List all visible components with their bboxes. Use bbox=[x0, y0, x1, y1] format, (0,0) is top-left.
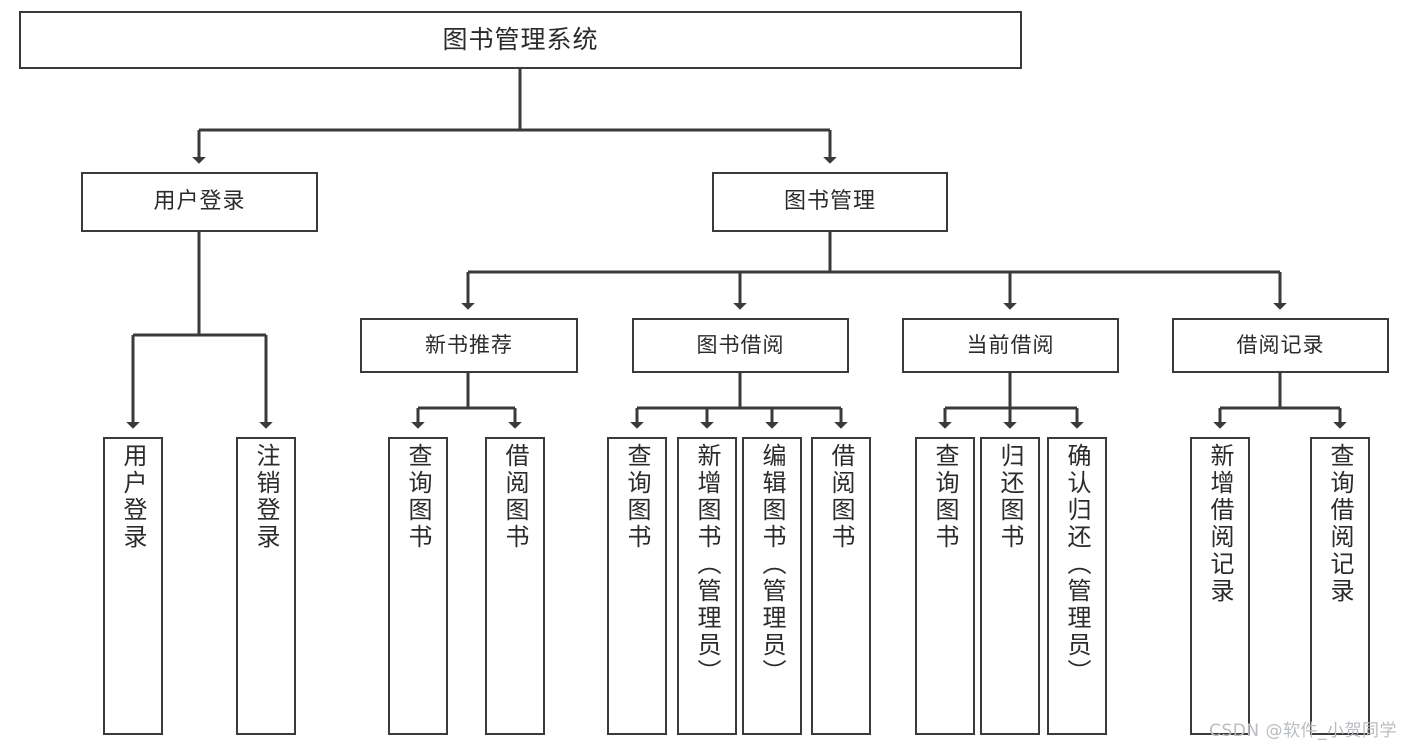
node-label: 查询借阅记录 bbox=[1326, 443, 1354, 605]
node-label: 用户登录 bbox=[153, 189, 246, 215]
leaf-current-borrow-confirm-return[interactable]: 确认归还（管理员） bbox=[1047, 437, 1107, 735]
leaf-new-book-query[interactable]: 查询图书 bbox=[388, 437, 448, 735]
node-user-login[interactable]: 用户登录 bbox=[81, 172, 318, 232]
node-label: 新增借阅记录 bbox=[1206, 443, 1234, 605]
leaf-book-borrow-edit[interactable]: 编辑图书（管理员） bbox=[742, 437, 802, 735]
node-label: 借阅图书 bbox=[501, 443, 529, 551]
node-label: 查询图书 bbox=[404, 443, 432, 551]
node-label: 借阅记录 bbox=[1236, 333, 1325, 358]
node-label: 新书推荐 bbox=[425, 333, 513, 358]
leaf-new-book-borrow[interactable]: 借阅图书 bbox=[485, 437, 545, 735]
node-label: 图书管理系统 bbox=[442, 25, 599, 55]
node-label: 借阅图书 bbox=[827, 443, 855, 551]
leaf-borrow-record-add[interactable]: 新增借阅记录 bbox=[1190, 437, 1250, 735]
node-current-borrow[interactable]: 当前借阅 bbox=[902, 318, 1119, 373]
leaf-user-login-login[interactable]: 用户登录 bbox=[103, 437, 163, 735]
node-label: 注销登录 bbox=[252, 443, 280, 551]
node-label: 当前借阅 bbox=[966, 333, 1055, 358]
leaf-book-borrow-borrow[interactable]: 借阅图书 bbox=[811, 437, 871, 735]
node-label: 确认归还（管理员） bbox=[1063, 443, 1091, 686]
node-root-system[interactable]: 图书管理系统 bbox=[19, 11, 1022, 69]
node-label: 图书管理 bbox=[783, 189, 876, 215]
leaf-user-login-logout[interactable]: 注销登录 bbox=[236, 437, 296, 735]
node-label: 查询图书 bbox=[931, 443, 959, 551]
leaf-current-borrow-query[interactable]: 查询图书 bbox=[915, 437, 975, 735]
node-label: 编辑图书（管理员） bbox=[758, 443, 786, 686]
leaf-borrow-record-query[interactable]: 查询借阅记录 bbox=[1310, 437, 1370, 735]
node-label: 新增图书（管理员） bbox=[693, 443, 721, 686]
node-label: 用户登录 bbox=[119, 443, 147, 551]
leaf-current-borrow-return[interactable]: 归还图书 bbox=[980, 437, 1040, 735]
node-borrow-record[interactable]: 借阅记录 bbox=[1172, 318, 1389, 373]
node-new-book-recommend[interactable]: 新书推荐 bbox=[360, 318, 578, 373]
node-label: 归还图书 bbox=[996, 443, 1024, 551]
node-label: 图书借阅 bbox=[696, 333, 785, 358]
leaf-book-borrow-add[interactable]: 新增图书（管理员） bbox=[677, 437, 737, 735]
node-book-management[interactable]: 图书管理 bbox=[712, 172, 948, 232]
leaf-book-borrow-query[interactable]: 查询图书 bbox=[607, 437, 667, 735]
csdn-watermark: CSDN @软件_小贺同学 bbox=[1209, 721, 1397, 741]
node-label: 查询图书 bbox=[623, 443, 651, 551]
node-book-borrow[interactable]: 图书借阅 bbox=[632, 318, 849, 373]
